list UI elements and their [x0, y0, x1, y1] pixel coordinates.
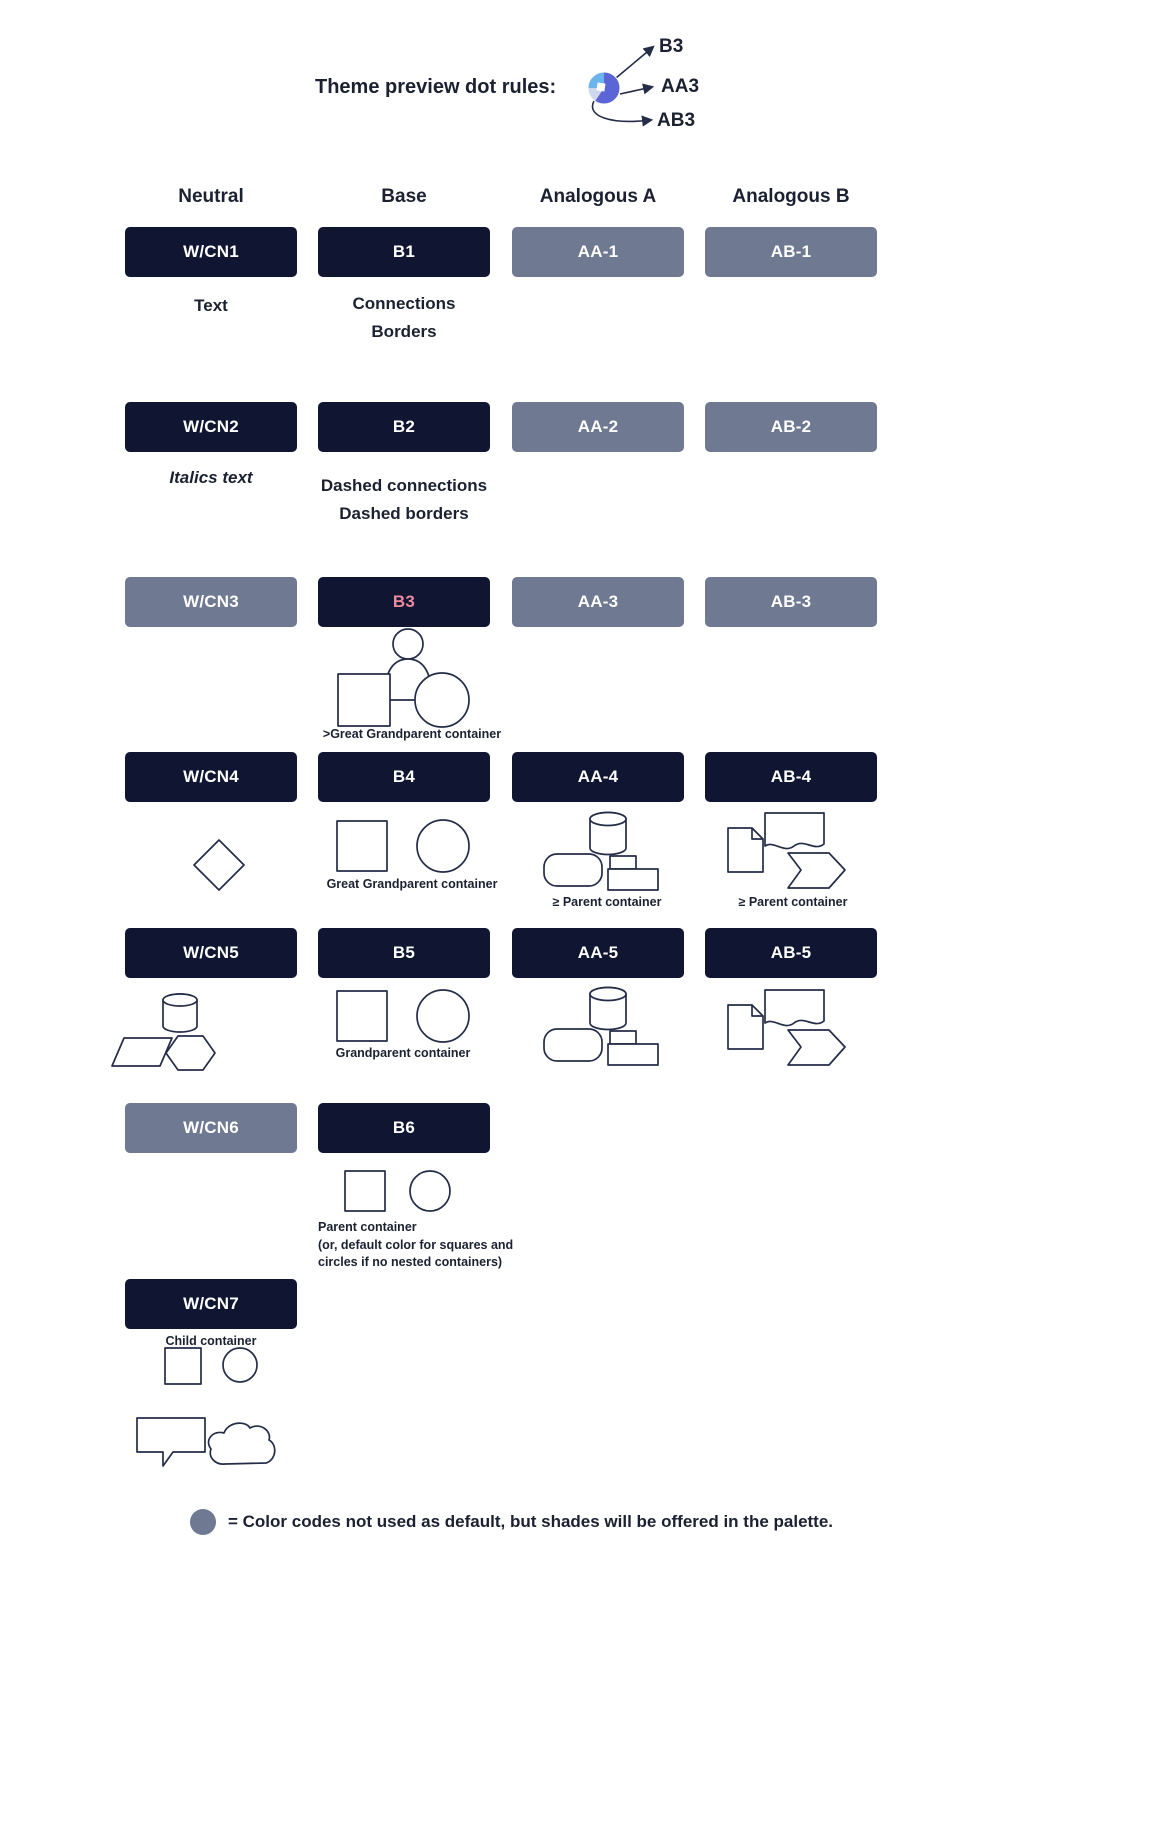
aa5-shape-group [543, 986, 659, 1066]
swatch-b5: B5 [318, 928, 490, 978]
swatch-ab3: AB-3 [705, 577, 877, 627]
ribbon-arrow-icon [787, 1029, 846, 1066]
square-icon [336, 820, 388, 872]
swatch-aa5: AA-5 [512, 928, 684, 978]
swatch-wcn1: W/CN1 [125, 227, 297, 277]
swatch-wcn6: W/CN6 [125, 1103, 297, 1153]
note-base-connections: Connections [352, 294, 456, 313]
note-base-dashed-borders: Dashed borders [339, 504, 469, 523]
note-b6-parent: Parent container [318, 1220, 417, 1234]
theme-preview-dot-diagram [587, 45, 655, 127]
ribbon-arrow-icon [787, 852, 846, 889]
square-icon [344, 1170, 386, 1212]
swatch-b1: B1 [318, 227, 490, 277]
swatch-wcn3: W/CN3 [125, 577, 297, 627]
legend-text: = Color codes not used as default, but s… [228, 1512, 834, 1531]
theme-preview-dot-icon [587, 71, 621, 105]
square-icon [337, 673, 391, 727]
cylinder-icon [162, 993, 198, 1033]
speech-bubble-icon [136, 1417, 206, 1467]
note-neutral-italics: Italics text [169, 468, 253, 487]
column-header-neutral: Neutral [178, 186, 244, 207]
dot-label-ab3: AB3 [657, 110, 696, 131]
hexagon-icon [165, 1035, 216, 1071]
swatch-ab4: AB-4 [705, 752, 877, 802]
wavy-document-icon [764, 812, 825, 850]
square-icon [164, 1347, 202, 1385]
swatch-ab5: AB-5 [705, 928, 877, 978]
b3-shape-group [337, 628, 470, 728]
swatch-b6: B6 [318, 1103, 490, 1153]
note-ab4-parent: ≥ Parent container [738, 895, 848, 909]
circle-icon [222, 1347, 258, 1383]
note-base-borders: Borders [371, 322, 437, 341]
note-b4-great-grandparent: Great Grandparent container [326, 877, 498, 891]
aa4-shape-group [543, 811, 659, 891]
column-header-analogous-a: Analogous A [539, 186, 657, 207]
arrow-to-aa3-icon [619, 83, 655, 95]
wcn5-shape-group [111, 993, 216, 1071]
swatch-ab2: AB-2 [705, 402, 877, 452]
parallelogram-icon [111, 1037, 173, 1067]
wcn4-shape-group [193, 839, 245, 891]
window-rects-icon [607, 1030, 659, 1066]
rounded-rect-icon [543, 1028, 603, 1062]
ab5-shape-group [727, 989, 846, 1066]
swatch-b4: B4 [318, 752, 490, 802]
note-b3-great-grandparent: >Great Grandparent container [322, 727, 502, 741]
page-title: Theme preview dot rules: [315, 76, 557, 98]
legend-dot-icon [190, 1509, 216, 1535]
swatch-aa2: AA-2 [512, 402, 684, 452]
wcn7-shape-group-2 [136, 1417, 276, 1467]
wavy-document-icon [764, 989, 825, 1027]
column-header-analogous-b: Analogous B [732, 186, 850, 207]
swatch-ab1: AB-1 [705, 227, 877, 277]
dot-label-b3: B3 [659, 36, 684, 57]
swatch-aa3: AA-3 [512, 577, 684, 627]
b5-shape-group [336, 989, 470, 1043]
b6-shape-group [344, 1170, 451, 1212]
arrow-to-b3-icon [615, 45, 655, 79]
document-icon [727, 827, 764, 873]
circle-icon [416, 819, 470, 873]
column-header-base: Base [381, 186, 427, 207]
swatch-wcn4: W/CN4 [125, 752, 297, 802]
swatch-aa1: AA-1 [512, 227, 684, 277]
document-icon [727, 1004, 764, 1050]
note-b6-parent-sub: (or, default color for squares and circl… [318, 1238, 514, 1269]
circle-icon [414, 672, 470, 728]
rounded-rect-icon [543, 853, 603, 887]
cloud-icon [207, 1422, 276, 1465]
window-rects-icon [607, 855, 659, 891]
wcn7-shape-group-1 [164, 1347, 258, 1385]
note-base-dashed-connections: Dashed connections [320, 476, 488, 495]
note-aa4-parent: ≥ Parent container [552, 895, 662, 909]
cylinder-icon [589, 811, 627, 856]
circle-icon [416, 989, 470, 1043]
diamond-icon [193, 839, 245, 891]
b4-shape-group [336, 819, 470, 873]
swatch-b2: B2 [318, 402, 490, 452]
note-neutral-text: Text [194, 296, 228, 315]
note-wcn7-child: Child container [165, 1334, 257, 1348]
ab4-shape-group [727, 812, 846, 889]
swatch-wcn2: W/CN2 [125, 402, 297, 452]
swatch-wcn7: W/CN7 [125, 1279, 297, 1329]
cylinder-icon [589, 986, 627, 1031]
arrow-to-ab3-icon [591, 100, 654, 127]
swatch-b3: B3 [318, 577, 490, 627]
dot-label-aa3: AA3 [661, 76, 700, 97]
circle-icon [409, 1170, 451, 1212]
swatch-wcn5: W/CN5 [125, 928, 297, 978]
note-b5-grandparent: Grandparent container [335, 1046, 471, 1060]
swatch-aa4: AA-4 [512, 752, 684, 802]
square-icon [336, 990, 388, 1042]
